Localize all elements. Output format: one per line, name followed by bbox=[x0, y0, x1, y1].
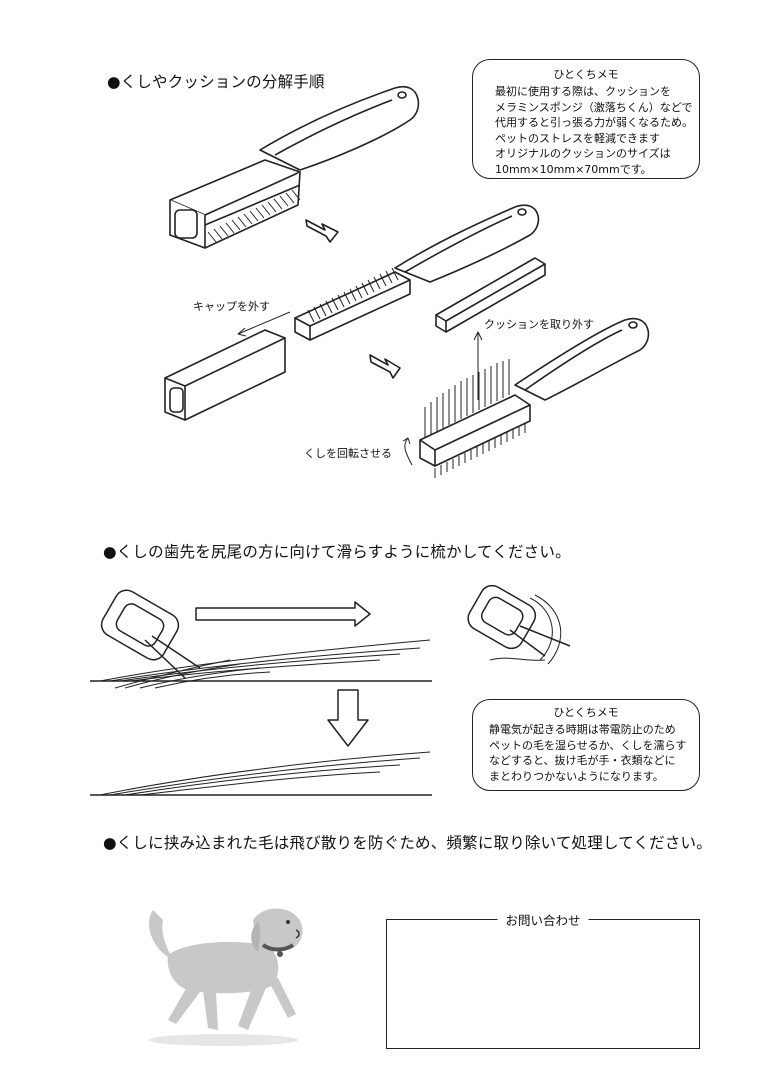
brush-cap-removed-teeth bbox=[307, 267, 399, 323]
dog-leg-back-2 bbox=[203, 990, 218, 1030]
dog-tail bbox=[149, 910, 173, 960]
dog-shadow bbox=[148, 1034, 298, 1046]
disassembly-illustration bbox=[164, 85, 650, 478]
combing-heading: ●くしの歯先を尻尾の方に向けて滑らすように梳かしてください。 bbox=[103, 543, 571, 561]
step-arrow-2 bbox=[369, 354, 401, 379]
rotate-comb-label: くしを回転させる bbox=[304, 447, 392, 460]
dog-leg-front-2 bbox=[268, 978, 296, 1018]
contact-title: お問い合わせ bbox=[497, 910, 589, 929]
hair-lines-2 bbox=[99, 751, 431, 796]
rotate-arrow bbox=[404, 437, 413, 466]
memo-body: 最初に使用する際は、クッションを メラミンスポンジ（激落ちくん）などで 代用する… bbox=[495, 85, 693, 176]
dog-leg-front bbox=[238, 985, 266, 1030]
comb-side bbox=[467, 584, 571, 665]
dog-ear bbox=[251, 922, 261, 952]
dog-illustration bbox=[148, 908, 303, 1046]
remove-cushion-label: クッションを取り外す bbox=[484, 318, 594, 331]
dog-collar bbox=[261, 943, 295, 952]
cap-arrow bbox=[237, 311, 291, 335]
cushion-bar bbox=[435, 257, 546, 333]
disposal-heading: ●くしに挟み込まれた毛は飛び散りを防ぐため、頻繁に取り除いて処理してください。 bbox=[103, 834, 712, 852]
brush-assembled-teeth bbox=[207, 189, 301, 243]
memo-title: ひとくちメモ bbox=[553, 68, 619, 81]
memo-box-1: ひとくちメモ 最初に使用する際は、クッションを メラミンスポンジ（激落ちくん）な… bbox=[472, 59, 700, 179]
brush-assembled bbox=[169, 85, 420, 249]
dog-leg-back bbox=[168, 985, 200, 1024]
down-arrow bbox=[327, 689, 369, 747]
dog-body bbox=[167, 942, 279, 994]
hair-lines-1 bbox=[99, 639, 431, 689]
memo-title: ひとくちメモ bbox=[553, 706, 619, 719]
remove-cap-label: キャップを外す bbox=[193, 300, 270, 313]
step-arrow-1 bbox=[305, 219, 339, 243]
brush-rotated bbox=[419, 317, 650, 467]
direction-arrow bbox=[195, 601, 371, 627]
memo-box-2: ひとくちメモ 静電気が起きる時期は帯電防止のため ペットの毛を湿らせるか、くしを… bbox=[472, 699, 700, 791]
cap-part bbox=[164, 329, 286, 421]
comb-head bbox=[100, 589, 201, 679]
combing-illustration bbox=[90, 584, 571, 796]
memo-body: 静電気が起きる時期は帯電防止のため ペットの毛を湿らせるか、くしを濡らす などす… bbox=[489, 723, 687, 783]
brush-rotated-teeth bbox=[424, 359, 526, 478]
contact-box: お問い合わせ bbox=[386, 910, 700, 1049]
disassembly-heading: ●くしやクッションの分解手順 bbox=[107, 73, 325, 91]
dog-head bbox=[253, 908, 303, 952]
